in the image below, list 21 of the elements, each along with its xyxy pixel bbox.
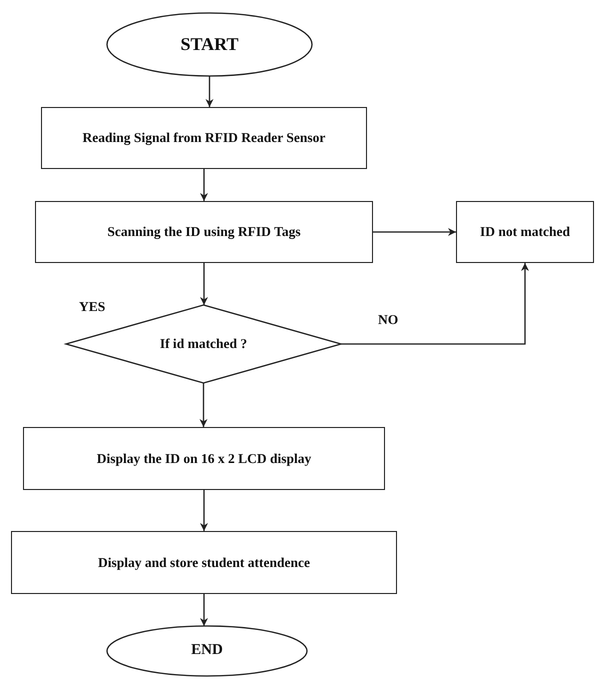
arrow (373, 228, 456, 236)
process-box (11, 531, 397, 594)
arrow (200, 263, 208, 305)
arrow (200, 594, 208, 626)
arrow (200, 383, 208, 427)
arrow (341, 263, 529, 345)
arrow (206, 76, 214, 107)
node-text: Display and store student attendence (96, 554, 311, 572)
process-box (41, 107, 367, 169)
arrow (200, 490, 208, 531)
node-text: START (179, 32, 240, 56)
node-text: If id matched ? (158, 335, 248, 353)
node-text: Scanning the ID using RFID Tags (106, 223, 302, 241)
node-text: END (190, 641, 224, 660)
process-box (23, 427, 385, 490)
node-text: Reading Signal from RFID Reader Sensor (82, 129, 326, 147)
process-box (456, 201, 594, 263)
node-text: ID not matched (479, 223, 571, 241)
arrow (200, 169, 208, 201)
node-text: Display the ID on 16 x 2 LCD display (96, 450, 312, 468)
process-box (35, 201, 373, 263)
